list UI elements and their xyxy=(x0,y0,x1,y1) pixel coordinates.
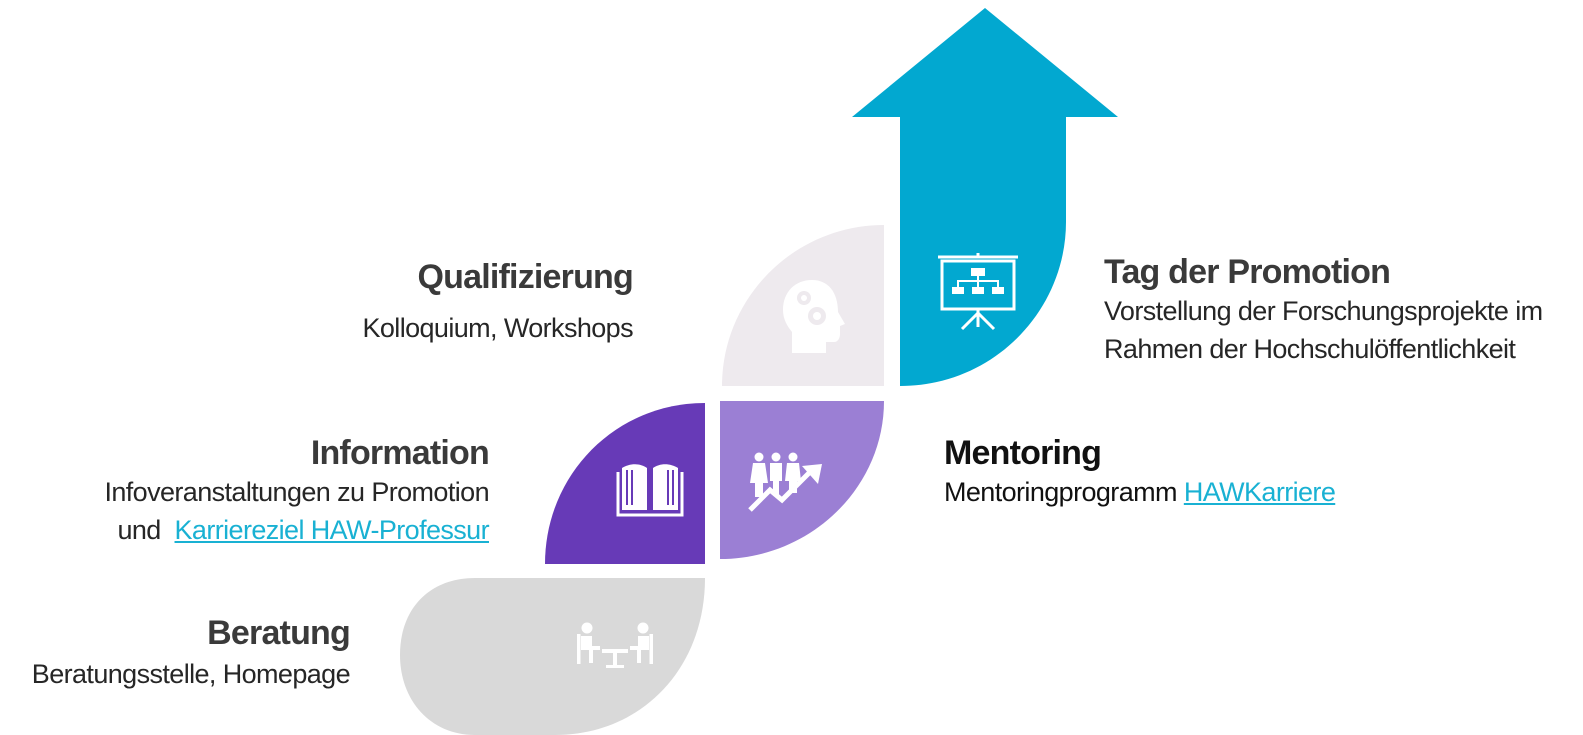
qualifizierung-label: Qualifizierung Kolloquium, Workshops xyxy=(362,258,633,347)
beratung-segment xyxy=(400,578,705,735)
beratung-description: Beratungsstelle, Homepage xyxy=(31,659,351,689)
qualifizierung-description: Kolloquium, Workshops xyxy=(362,313,633,343)
mentoring-title: Mentoring xyxy=(944,434,1102,472)
team-growth-icon xyxy=(748,452,822,512)
beratung-label: Beratung Beratungsstelle, Homepage xyxy=(31,614,351,693)
tag-der-promotion-description-line1: Vorstellung der Forschungsprojekte im xyxy=(1104,296,1543,326)
beratung-title: Beratung xyxy=(207,614,351,652)
information-description-line2: und Karriereziel HAW-Professur xyxy=(104,511,489,549)
mentoring-description: Mentoringprogramm HAWKarriere xyxy=(944,473,1336,511)
book-icon xyxy=(616,464,684,517)
mentoring-description-prefix: Mentoringprogramm xyxy=(944,477,1178,507)
tag-der-promotion-label: Tag der Promotion Vorstellung der Forsch… xyxy=(1104,253,1543,368)
tag-der-promotion-arrow xyxy=(852,8,1118,386)
qualifizierung-title: Qualifizierung xyxy=(417,258,634,296)
mentoring-label: Mentoring Mentoringprogramm HAWKarriere xyxy=(944,434,1336,511)
information-label: Information Infoveranstaltungen zu Promo… xyxy=(104,434,489,549)
presentation-board-icon xyxy=(938,253,1018,331)
karriereziel-link[interactable]: Karriereziel HAW-Professur xyxy=(174,515,490,545)
tag-der-promotion-title: Tag der Promotion xyxy=(1104,253,1391,291)
information-description-line1: Infoveranstaltungen zu Promotion xyxy=(104,477,489,507)
information-title: Information xyxy=(310,434,490,472)
information-description-prefix: und xyxy=(117,515,161,545)
tag-der-promotion-description-line2: Rahmen der Hochschulöffentlichkeit xyxy=(1104,334,1516,364)
hawkarriere-link[interactable]: HAWKarriere xyxy=(1183,477,1336,507)
head-gears-icon xyxy=(783,280,845,353)
meeting-icon xyxy=(577,622,653,668)
